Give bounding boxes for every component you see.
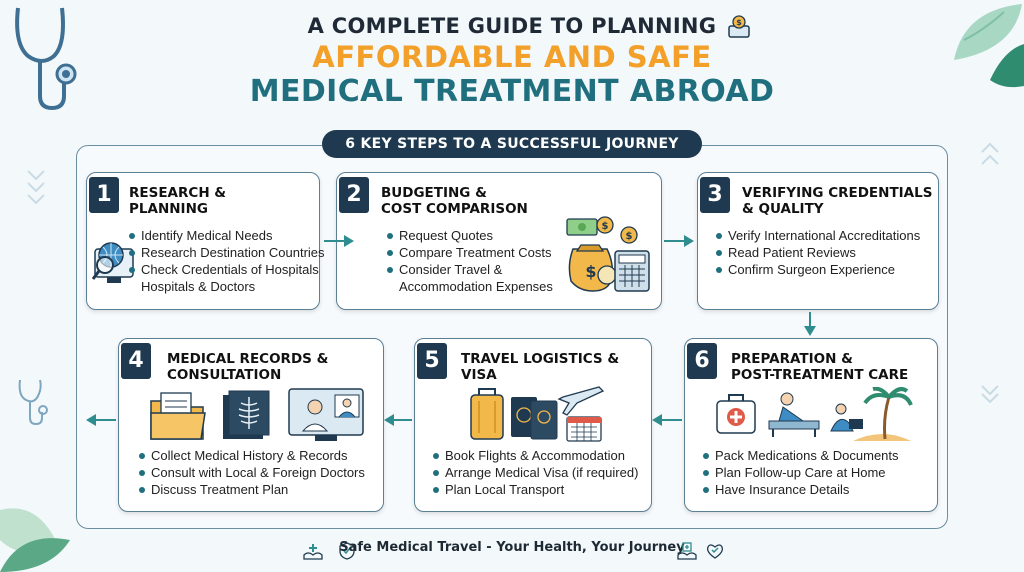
- step-number: 1: [89, 177, 119, 213]
- arrow-down-icon: [804, 312, 816, 336]
- list-item: Check Credentials of Hospitals: [129, 261, 325, 278]
- stethoscope-icon: [18, 379, 48, 426]
- money-bag-calculator-icon: $ $ $: [566, 216, 650, 292]
- folder-xray-video-call-icon: [150, 388, 364, 441]
- title-line-3: MEDICAL TREATMENT ABROAD: [249, 74, 775, 109]
- step-bullets: Pack Medications & Documents Plan Follow…: [703, 447, 899, 498]
- step-card-4: 4 MEDICAL RECORDS & CONSULTATION Collect…: [118, 338, 384, 512]
- step-title: TRAVEL LOGISTICS & VISA: [461, 351, 620, 383]
- list-item: Plan Follow-up Care at Home: [703, 464, 899, 481]
- step-number: 3: [700, 177, 730, 213]
- list-item: Collect Medical History & Records: [139, 447, 365, 464]
- step-title: MEDICAL RECORDS & CONSULTATION: [167, 351, 329, 383]
- step-card-2: 2 BUDGETING & COST COMPARISON Request Qu…: [336, 172, 662, 310]
- money-laptop-icon: $: [728, 15, 750, 38]
- step-bullets: Book Flights & Accommodation Arrange Med…: [433, 447, 638, 498]
- list-item: Have Insurance Details: [703, 481, 899, 498]
- list-item: Consider Travel &: [387, 261, 553, 278]
- chevrons-decoration-icon: [981, 385, 999, 404]
- chevrons-decoration-icon: [27, 170, 45, 205]
- list-item: Book Flights & Accommodation: [433, 447, 638, 464]
- list-item: Compare Treatment Costs: [387, 244, 553, 261]
- subtitle-pill: 6 KEY STEPS TO A SUCCESSFUL JOURNEY: [322, 130, 702, 158]
- list-item: Plan Local Transport: [433, 481, 638, 498]
- medical-hand-icon: [677, 542, 697, 560]
- step-bullets: Collect Medical History & Records Consul…: [139, 447, 365, 498]
- arrow-left-icon: [86, 414, 116, 426]
- svg-text:$: $: [736, 18, 742, 27]
- step-title: VERIFYING CREDENTIALS & QUALITY: [742, 185, 933, 217]
- footer-tagline: Safe Medical Travel - Your Health, Your …: [339, 540, 685, 555]
- luggage-passport-plane-icon: [470, 386, 605, 442]
- leaf-decoration-icon: [954, 4, 1024, 88]
- arrow-right-icon: [324, 235, 354, 247]
- list-item: Pack Medications & Documents: [703, 447, 899, 464]
- list-item: Verify International Accreditations: [716, 227, 920, 244]
- step-number: 5: [417, 343, 447, 379]
- step-card-3: 3 VERIFYING CREDENTIALS & QUALITY Verify…: [697, 172, 939, 310]
- hands-care-icon: [303, 544, 323, 560]
- step-title: PREPARATION & POST-TREATMENT CARE: [731, 351, 909, 383]
- list-item: Confirm Surgeon Experience: [716, 261, 920, 278]
- step-card-5: 5 TRAVEL LOGISTICS & VISA Book Flights &…: [414, 338, 652, 512]
- shield-hand-icon: [339, 542, 355, 560]
- title-block: A COMPLETE GUIDE TO PLANNING AFFORDABLE …: [0, 12, 1024, 110]
- step-bullets: Verify International Accreditations Read…: [716, 227, 920, 278]
- svg-text:$: $: [585, 262, 596, 281]
- leaf-decoration-icon: [0, 508, 70, 572]
- step-title: RESEARCH & PLANNING: [129, 185, 227, 217]
- list-item: Arrange Medical Visa (if required): [433, 464, 638, 481]
- step-bullets: Identify Medical Needs Research Destinat…: [129, 227, 325, 295]
- title-line-1: A COMPLETE GUIDE TO PLANNING: [307, 14, 717, 38]
- step-number: 4: [121, 343, 151, 379]
- globe-search-monitor-icon: [91, 242, 134, 283]
- step-number: 2: [339, 177, 369, 213]
- arrow-right-icon: [664, 235, 694, 247]
- list-item: Hospitals & Doctors: [141, 279, 256, 294]
- list-item: Request Quotes: [387, 227, 553, 244]
- heart-check-icon: [707, 544, 723, 559]
- arrow-left-icon: [384, 414, 412, 426]
- stethoscope-icon: [15, 7, 77, 111]
- list-item: Identify Medical Needs: [129, 227, 325, 244]
- step-bullets: Request Quotes Compare Treatment Costs C…: [387, 227, 553, 295]
- medkit-recovery-beach-icon: [716, 387, 913, 441]
- list-item: Discuss Treatment Plan: [139, 481, 365, 498]
- svg-text:$: $: [626, 231, 633, 242]
- step-card-6: 6 PREPARATION & POST-TREATMENT CARE Pack…: [684, 338, 938, 512]
- chevrons-decoration-icon: [981, 142, 999, 165]
- list-item: Consult with Local & Foreign Doctors: [139, 464, 365, 481]
- arrow-left-icon: [652, 414, 682, 426]
- list-item: Accommodation Expenses: [399, 279, 553, 294]
- list-item: Read Patient Reviews: [716, 244, 920, 261]
- step-card-1: 1 RESEARCH & PLANNING Identify Medical N…: [86, 172, 325, 310]
- list-item: Research Destination Countries: [129, 244, 325, 261]
- step-title: BUDGETING & COST COMPARISON: [381, 185, 528, 217]
- title-line-2: AFFORDABLE AND SAFE: [312, 40, 712, 74]
- svg-text:$: $: [602, 221, 609, 232]
- step-number: 6: [687, 343, 717, 379]
